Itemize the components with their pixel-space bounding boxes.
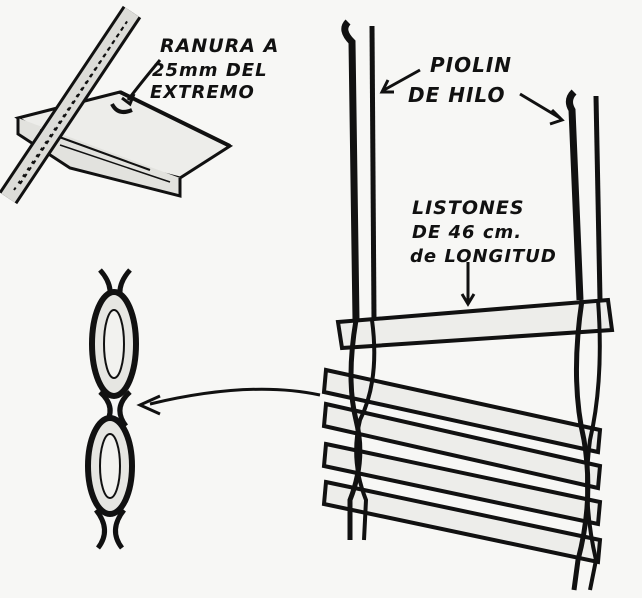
slat-3 [321,441,603,527]
ranura-label: RANURA A 25mm DEL EXTREMO [150,35,279,103]
rope-ladder [321,19,615,591]
listones-line-2: DE 46 cm. [412,222,522,243]
top-slat [335,297,615,351]
connector-arrow [149,387,321,406]
detail-cord [0,5,142,205]
ranura-line-2: 25mm DEL [152,60,268,81]
ranura-line-1: RANURA A [160,35,279,57]
piolin-label: PIOLIN DE HILO [408,53,512,107]
slats [321,367,603,565]
right-cord [565,89,584,301]
groove-notch [110,102,133,114]
piolin-line-2: DE HILO [408,83,505,107]
listones-line-3: de LONGITUD [410,246,557,267]
ranura-line-3: EXTREMO [150,82,255,103]
slat-2 [321,401,603,491]
cord-twist-detail [85,268,139,550]
listones-label: LISTONES DE 46 cm. de LONGITUD [410,197,557,267]
slat-1 [321,367,603,455]
left-cord [341,19,360,321]
ranura-arrow [126,59,162,101]
slat-4 [321,479,603,565]
piolin-line-1: PIOLIN [430,53,512,77]
listones-line-1: LISTONES [412,197,525,219]
groove-detail [0,5,234,205]
